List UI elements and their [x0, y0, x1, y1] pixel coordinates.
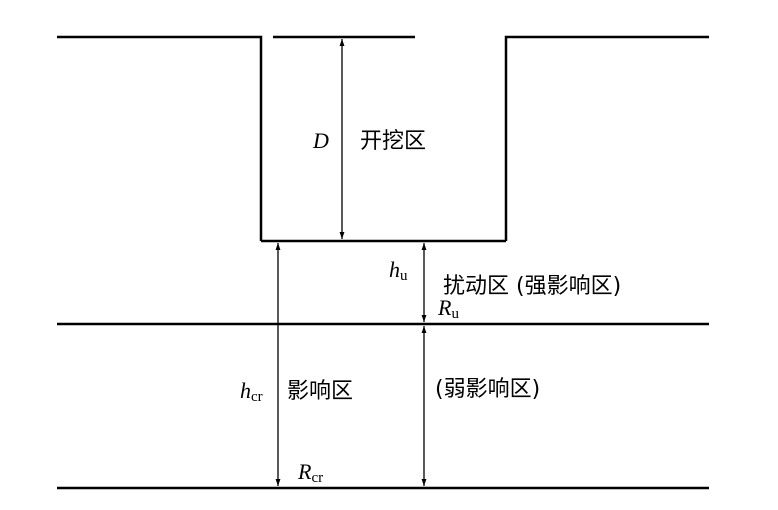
R-u-base: R: [437, 295, 452, 320]
R-u-sub: u: [451, 306, 459, 322]
h-u-sub: u: [400, 268, 408, 284]
symbol-R-u: Ru: [437, 295, 459, 322]
R-cr-base: R: [297, 459, 312, 484]
disturbance-zone-label: 扰动区 (强影响区): [443, 274, 621, 299]
R-cr-sub: cr: [311, 470, 323, 486]
symbol-h-cr: hcr: [240, 378, 263, 405]
weak-influence-zone-label: (弱影响区): [435, 377, 540, 402]
influence-zone-label: 影响区: [287, 379, 353, 404]
h-cr-base: h: [240, 378, 251, 403]
ground-surface-right: [504, 35, 709, 241]
ground-surface-left: [57, 35, 263, 241]
symbol-D: D: [312, 128, 329, 153]
h-u-base: h: [389, 257, 400, 282]
h-cr-sub: cr: [251, 389, 263, 405]
symbol-h-u: hu: [389, 257, 408, 284]
symbol-R-cr: Rcr: [297, 459, 323, 486]
excavation-zone-label: 开挖区: [360, 129, 426, 154]
